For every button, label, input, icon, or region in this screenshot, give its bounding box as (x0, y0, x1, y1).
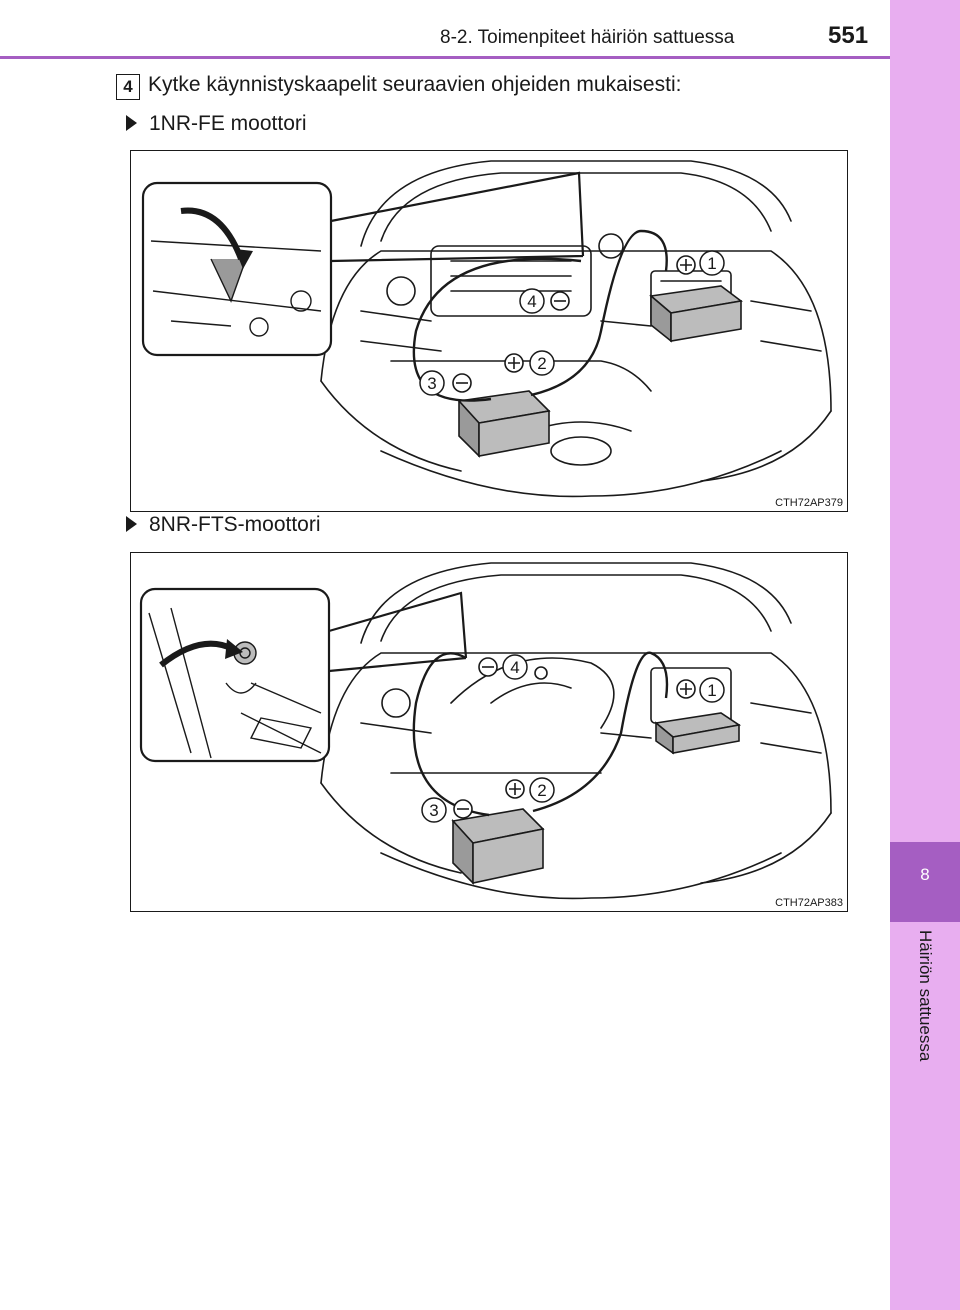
figure-caption-8nr: 8NR-FTS-moottori (126, 513, 321, 537)
figure-code: CTH72AP379 (775, 497, 843, 509)
chapter-title-vertical: Häiriön sattuessa (890, 930, 960, 1130)
label-3: 3 (427, 374, 436, 393)
engine-bay-illustration: 1 2 3 4 (141, 160, 832, 498)
section-title: 8-2. Toimenpiteet häiriön sattuessa (440, 27, 735, 48)
caption-text: 8NR-FTS-moottori (149, 513, 321, 536)
figure-8nr-fts: 1 2 3 4 CTH72AP383 (130, 552, 848, 912)
label-2: 2 (537, 781, 546, 800)
header-rule (0, 56, 890, 59)
label-1: 1 (707, 681, 716, 700)
figure-1nr-fe: 1 2 3 4 CTH72AP379 (130, 150, 848, 512)
figure-caption-1nr: 1NR-FE moottori (126, 112, 307, 136)
bullet-triangle-icon (126, 115, 137, 131)
chapter-number: 8 (920, 865, 930, 884)
label-4: 4 (510, 658, 519, 677)
step-instruction: Kytke käynnistyskaapelit seuraavien ohje… (148, 73, 682, 96)
engine-bay-illustration: 1 2 3 4 (139, 562, 832, 900)
label-1: 1 (707, 254, 716, 273)
figure-code: CTH72AP383 (775, 897, 843, 909)
caption-text: 1NR-FE moottori (149, 112, 307, 135)
chapter-marker (890, 842, 960, 922)
label-3: 3 (429, 801, 438, 820)
step-number-badge: 4 (116, 74, 140, 100)
bullet-triangle-icon (126, 516, 137, 532)
chapter-title: Häiriön sattuessa (916, 930, 935, 1062)
page-number: 551 (828, 22, 869, 49)
label-4: 4 (527, 292, 536, 311)
label-2: 2 (537, 354, 546, 373)
hood-outline (360, 160, 792, 247)
side-tab (890, 0, 960, 1310)
